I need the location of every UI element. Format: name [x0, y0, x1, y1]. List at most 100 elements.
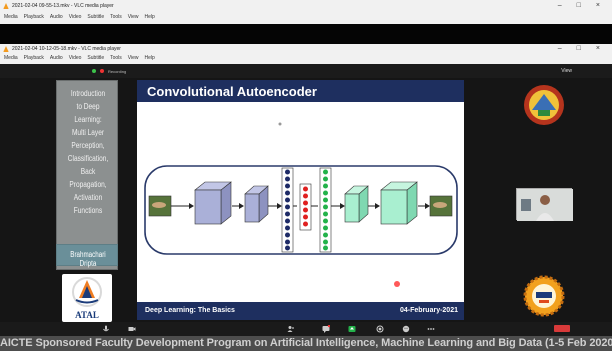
code-unit-green: [323, 225, 328, 231]
code-unit-red: [303, 186, 308, 192]
vlc-cone-icon: [3, 46, 9, 52]
presenter-name-box: Brahmachari Dripta: [56, 244, 118, 268]
outer-vlc-window: 2021-02-04 09-55-13.mkv - VLC media play…: [0, 0, 612, 24]
slide-title-bar: Convolutional Autoencoder: [137, 80, 464, 102]
presenter-name: Brahmachari Dripta: [70, 250, 106, 268]
outer-video-area: [0, 24, 612, 44]
code-unit-red: [303, 207, 308, 213]
encoder-arrowhead-2: [277, 203, 282, 209]
cursor-marker: [278, 122, 282, 126]
input-image-dog: [152, 202, 166, 208]
record-icon[interactable]: [376, 325, 384, 333]
code-vector-red-frame: [299, 183, 312, 231]
code-unit-red: [303, 193, 308, 199]
slide-title: Convolutional Autoencoder: [147, 84, 317, 99]
code-unit-red: [303, 200, 308, 206]
menu-video[interactable]: Video: [68, 14, 82, 20]
decoder-block-1: [344, 193, 360, 223]
outer-menu-bar: Media Playback Audio Video Subtitle Tool…: [4, 12, 155, 22]
atal-logo: ATAL: [62, 274, 112, 322]
topic-line: to Deep: [76, 102, 100, 111]
mic-icon[interactable]: [102, 325, 110, 333]
menu-playback[interactable]: Playback: [23, 14, 44, 20]
close-button[interactable]: ×: [595, 45, 600, 52]
code-unit-blue: [285, 225, 290, 231]
diagram-frame: [144, 165, 458, 255]
menu-video[interactable]: Video: [68, 55, 82, 61]
speaker-video-thumbnail[interactable]: [516, 188, 573, 221]
footer-date: 04-February-2021: [400, 307, 458, 314]
zoom-top-bar: Recording View: [0, 64, 612, 78]
outer-window-title: 2021-02-04 09-55-13.mkv - VLC media play…: [12, 3, 114, 9]
code-unit-green: [323, 211, 328, 217]
code-unit-green: [323, 190, 328, 196]
menu-help[interactable]: Help: [144, 14, 155, 20]
laser-pointer: [394, 281, 400, 287]
leave-button[interactable]: [554, 325, 570, 332]
encoder-block-2: [244, 193, 260, 223]
slide-footer: Deep Learning: The Basics 04-February-20…: [137, 302, 464, 320]
menu-view[interactable]: View: [127, 14, 139, 20]
topic-line: Activation: [73, 193, 103, 202]
menu-subtitle[interactable]: Subtitle: [87, 14, 105, 20]
view-button[interactable]: View: [561, 68, 572, 74]
minimize-button[interactable]: –: [557, 45, 562, 52]
chat-icon[interactable]: [322, 325, 330, 333]
menu-audio[interactable]: Audio: [49, 14, 63, 20]
participants-icon[interactable]: [287, 325, 295, 333]
code-unit-red: [303, 221, 308, 227]
maximize-button[interactable]: □: [576, 2, 581, 9]
decoder-arrowhead-2: [375, 203, 380, 209]
menu-audio[interactable]: Audio: [49, 55, 63, 61]
menu-media[interactable]: Media: [4, 14, 18, 20]
minimize-button[interactable]: –: [557, 2, 562, 9]
topic-line: Functions: [73, 206, 103, 215]
code-unit-blue: [285, 197, 290, 203]
outer-window-controls: – □ ×: [558, 0, 600, 12]
code-unit-blue: [285, 190, 290, 196]
reactions-icon[interactable]: [402, 325, 410, 333]
menu-media[interactable]: Media: [4, 55, 18, 61]
close-button[interactable]: ×: [595, 2, 600, 9]
inner-window-title: 2021-02-04 10-12-05-18.mkv - VLC media p…: [12, 46, 121, 52]
atal-logo-mark: [72, 277, 102, 307]
code-unit-blue: [285, 232, 290, 238]
vlc-cone-icon: [3, 3, 9, 9]
decoder-arrowhead-1: [340, 203, 345, 209]
code-unit-green: [323, 239, 328, 245]
decoder-block-2: [380, 189, 408, 225]
maximize-button[interactable]: □: [576, 45, 581, 52]
code-unit-green: [323, 183, 328, 189]
menu-tools[interactable]: Tools: [110, 55, 122, 61]
atal-logo-text: ATAL: [75, 310, 99, 320]
share-icon[interactable]: [348, 325, 356, 333]
code-unit-blue: [285, 176, 290, 182]
code-vector-red: [303, 186, 308, 227]
recording-label: Recording: [108, 69, 127, 74]
code-vector-green-frame: [319, 167, 332, 253]
topic-list: Introduction to Deep Learning: Multi Lay…: [63, 87, 114, 217]
code-unit-blue: [285, 169, 290, 175]
code-vector-blue: [285, 169, 290, 251]
more-icon[interactable]: [427, 325, 435, 333]
code-unit-green: [323, 176, 328, 182]
status-dot-green: [92, 69, 96, 73]
video-frame[interactable]: Recording View Introduction to Deep Lear…: [0, 64, 612, 351]
menu-tools[interactable]: Tools: [110, 14, 122, 20]
topic-line: Perception,: [71, 141, 105, 150]
menu-subtitle[interactable]: Subtitle: [87, 55, 105, 61]
university-emblem-icon: [524, 85, 564, 125]
code-unit-green: [323, 197, 328, 203]
zoom-meeting-toolbar: [0, 322, 612, 336]
video-icon[interactable]: [128, 325, 136, 333]
code-vector-green: [323, 169, 328, 251]
menu-view[interactable]: View: [127, 55, 139, 61]
menu-playback[interactable]: Playback: [23, 55, 44, 61]
topic-line: Back Propagation,: [69, 167, 107, 189]
topic-line: Multi Layer: [71, 128, 105, 137]
menu-help[interactable]: Help: [144, 55, 155, 61]
code-unit-blue: [285, 204, 290, 210]
topic-line: Introduction: [70, 89, 106, 98]
code-unit-blue: [285, 218, 290, 224]
footer-course: Deep Learning: The Basics: [145, 307, 235, 314]
